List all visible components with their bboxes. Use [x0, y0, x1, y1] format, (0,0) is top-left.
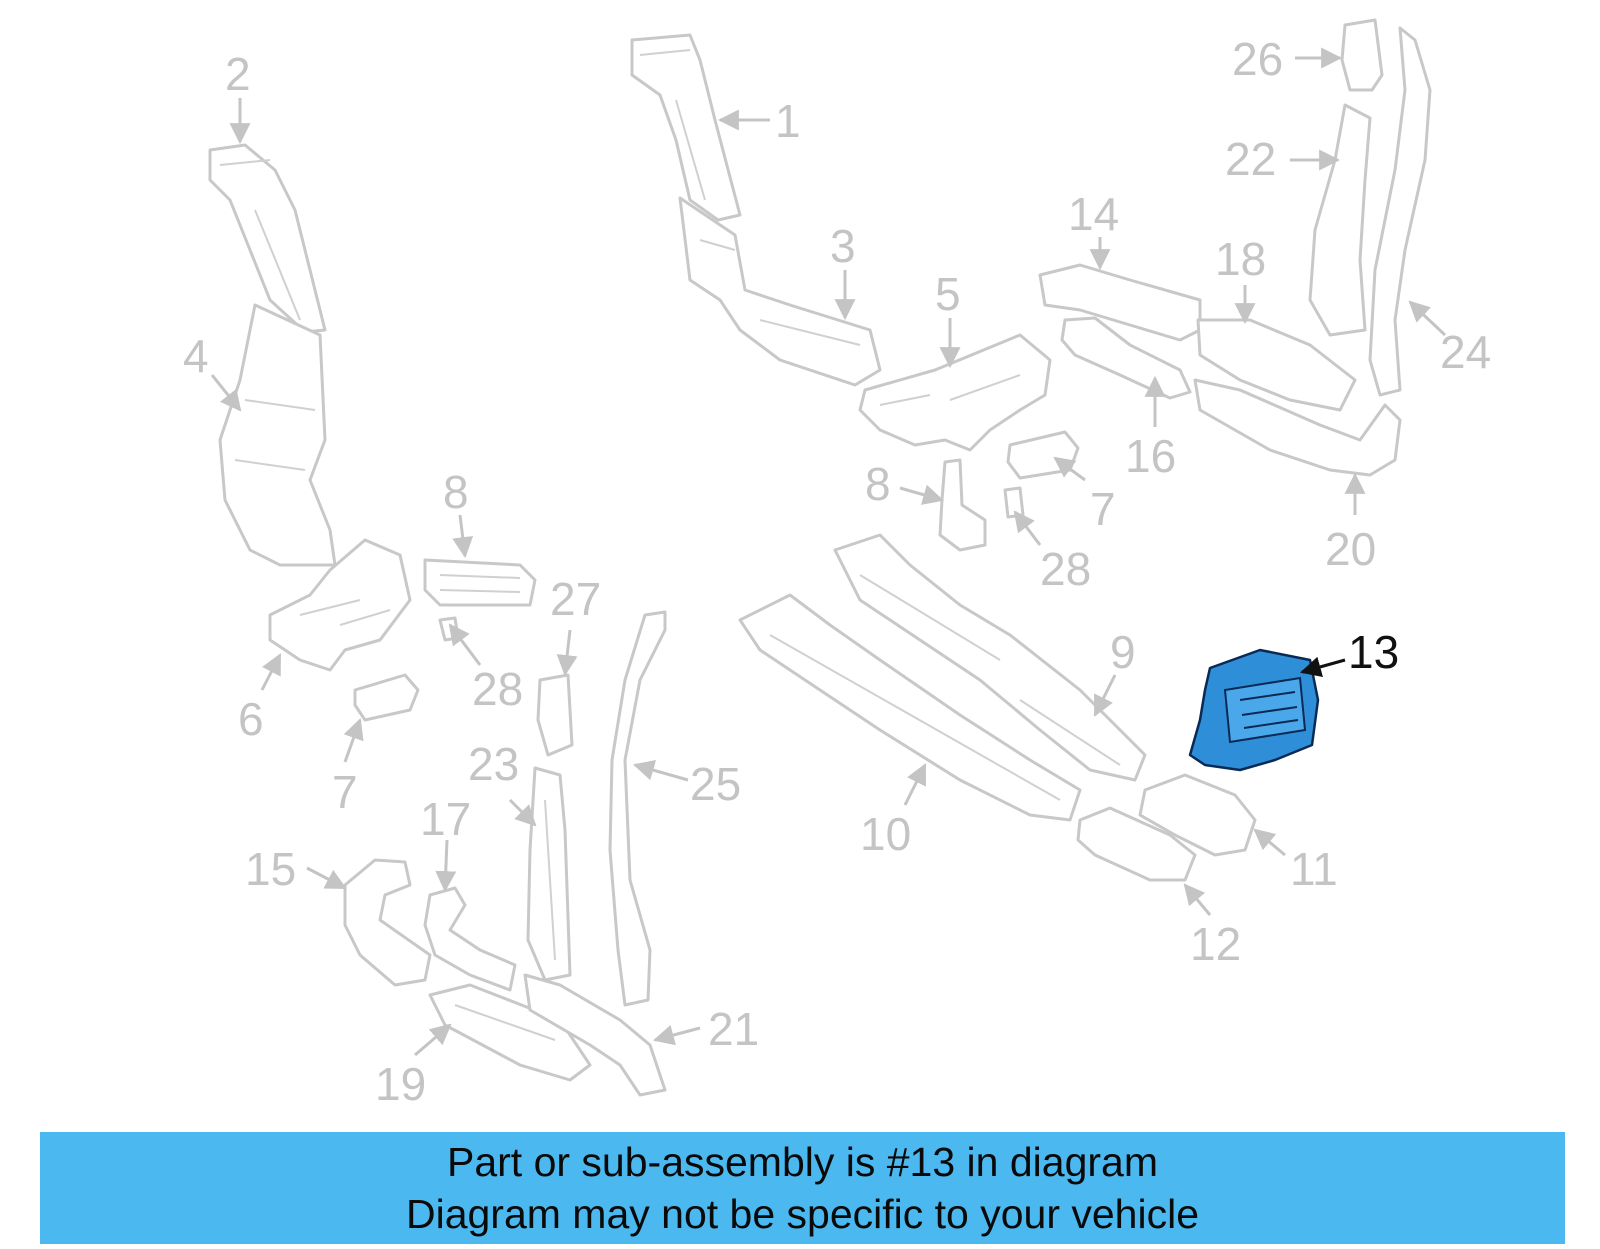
- part-26-grille: [1340, 18, 1384, 92]
- callout-5: 5: [935, 268, 961, 320]
- part-10-duct: [738, 593, 1082, 822]
- callout-26: 26: [1232, 33, 1283, 85]
- part-7-clip-left: [353, 673, 420, 722]
- callout-15: 15: [245, 843, 296, 895]
- part-6-housing: [268, 538, 412, 672]
- part-14-duct: [1038, 263, 1202, 342]
- part-28-clip-right: [1003, 486, 1025, 519]
- part-15-duct: [343, 858, 432, 987]
- callout-27: 27: [550, 573, 601, 625]
- callout-3: 3: [830, 220, 856, 272]
- callout-6: 6: [238, 693, 264, 745]
- part-7-clip-right: [1006, 430, 1080, 480]
- callout-2: 2: [225, 48, 251, 100]
- part-5-housing: [858, 333, 1052, 452]
- callout-24: 24: [1440, 326, 1491, 378]
- banner-line-part: Part or sub-assembly is #13 in diagram: [447, 1139, 1158, 1185]
- part-8-vent-left: [423, 558, 537, 607]
- callout-13: 13: [1348, 626, 1399, 678]
- part-19-duct: [428, 983, 592, 1082]
- callout-7-left: 7: [332, 766, 358, 818]
- part-3-duct: [678, 196, 882, 387]
- callout-arrows: [210, 47, 1447, 1057]
- callout-28-right: 28: [1040, 543, 1091, 595]
- callout-12: 12: [1190, 918, 1241, 970]
- part-17-duct: [423, 886, 517, 992]
- callout-19: 19: [375, 1058, 426, 1110]
- callout-21: 21: [708, 1003, 759, 1055]
- callout-8-right: 8: [865, 458, 891, 510]
- callout-4: 4: [183, 330, 209, 382]
- part-20-duct: [1193, 378, 1402, 477]
- part-2-duct: [208, 143, 327, 334]
- banner-line-disclaimer: Diagram may not be specific to your vehi…: [405, 1191, 1199, 1237]
- callout-28-left: 28: [472, 663, 523, 715]
- callout-7-right: 7: [1090, 483, 1116, 535]
- callout-labels: 1 2 3 4 5 6 7 7 8 8 28 28 27 9 10 11 12 …: [183, 33, 1491, 1110]
- part-27-bracket: [536, 673, 574, 757]
- callout-23: 23: [468, 738, 519, 790]
- callout-9: 9: [1110, 626, 1136, 678]
- callout-1: 1: [775, 95, 801, 147]
- part-1-duct: [630, 33, 742, 222]
- callout-16: 16: [1125, 430, 1176, 482]
- part-8-bracket-right: [938, 458, 987, 552]
- part-11-duct: [1138, 773, 1257, 857]
- part-4-duct: [218, 303, 337, 567]
- part-21-duct: [523, 973, 667, 1097]
- callout-11: 11: [1290, 843, 1338, 895]
- callout-20: 20: [1325, 523, 1376, 575]
- part-24-duct: [1368, 26, 1432, 397]
- callout-17: 17: [420, 793, 471, 845]
- callout-14: 14: [1068, 188, 1119, 240]
- callout-8-left: 8: [443, 466, 469, 518]
- info-banner: Part or sub-assembly is #13 in diagram D…: [40, 1132, 1565, 1244]
- part-18-duct: [1196, 318, 1357, 412]
- part-22-duct: [1308, 103, 1372, 337]
- callout-25: 25: [690, 758, 741, 810]
- part-9-duct: [833, 533, 1147, 782]
- part-25-duct: [608, 610, 667, 1007]
- callout-10: 10: [860, 808, 911, 860]
- part-13-highlighted: [1188, 648, 1320, 772]
- part-23-duct: [526, 766, 572, 982]
- callout-22: 22: [1225, 133, 1276, 185]
- part-12-duct: [1076, 806, 1197, 882]
- callout-18: 18: [1215, 233, 1266, 285]
- part-28-clip-left: [438, 616, 460, 642]
